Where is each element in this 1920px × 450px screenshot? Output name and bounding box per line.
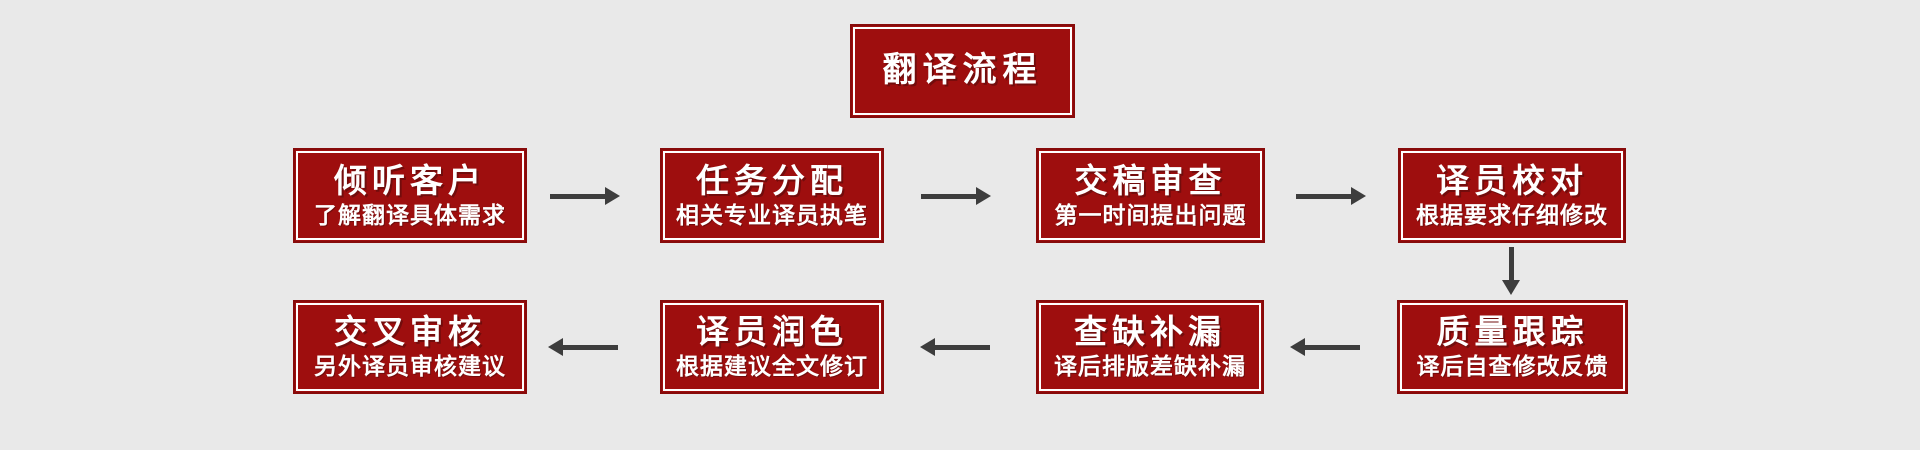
node-title: 译员润色 <box>696 312 848 352</box>
flow-node-translator-polish: 译员润色 根据建议全文修订 <box>660 300 884 394</box>
flow-node-task-assign: 任务分配 相关专业译员执笔 <box>660 148 884 243</box>
arrow-stem <box>933 345 990 350</box>
flow-node-cross-review: 交叉审核 另外译员审核建议 <box>293 300 527 394</box>
arrow-stem <box>550 194 607 199</box>
arrow-left-icon <box>920 338 990 356</box>
arrow-right-icon <box>921 187 991 205</box>
node-subtitle: 译后排版差缺补漏 <box>1054 354 1246 381</box>
arrow-head <box>1351 187 1366 205</box>
arrow-head <box>920 338 935 356</box>
node-subtitle: 根据要求仔细修改 <box>1416 202 1608 229</box>
node-title: 译员校对 <box>1436 160 1588 200</box>
arrow-stem <box>921 194 978 199</box>
node-subtitle: 根据建议全文修订 <box>676 354 868 381</box>
arrow-head <box>976 187 991 205</box>
arrow-stem <box>1509 247 1514 282</box>
flow-title: 翻译流程 <box>850 24 1075 118</box>
node-subtitle: 了解翻译具体需求 <box>314 202 506 229</box>
flow-node-submission-review: 交稿审查 第一时间提出问题 <box>1036 148 1265 243</box>
node-subtitle: 相关专业译员执笔 <box>676 202 868 229</box>
flow-node-listen-client: 倾听客户 了解翻译具体需求 <box>293 148 527 243</box>
node-title: 任务分配 <box>696 160 848 200</box>
node-title: 查缺补漏 <box>1074 312 1226 352</box>
flow-title-label: 翻译流程 <box>882 50 1043 91</box>
arrow-down-icon <box>1502 247 1520 295</box>
node-title: 倾听客户 <box>334 160 486 200</box>
flow-node-translator-proofread: 译员校对 根据要求仔细修改 <box>1398 148 1626 243</box>
arrow-stem <box>1296 194 1353 199</box>
arrow-right-icon <box>550 187 620 205</box>
flow-node-gap-check: 查缺补漏 译后排版差缺补漏 <box>1036 300 1264 394</box>
arrow-head <box>605 187 620 205</box>
node-title: 交稿审查 <box>1074 160 1227 200</box>
arrow-head <box>1290 338 1305 356</box>
node-subtitle: 译后自查修改反馈 <box>1416 354 1609 381</box>
node-subtitle: 第一时间提出问题 <box>1054 202 1247 229</box>
arrow-stem <box>561 345 618 350</box>
arrow-left-icon <box>548 338 618 356</box>
arrow-right-icon <box>1296 187 1366 205</box>
arrow-head <box>1502 280 1520 295</box>
flow-node-quality-track: 质量跟踪 译后自查修改反馈 <box>1397 300 1628 394</box>
arrow-stem <box>1303 345 1360 350</box>
node-title: 交叉审核 <box>334 312 486 352</box>
arrow-head <box>548 338 563 356</box>
arrow-left-icon <box>1290 338 1360 356</box>
node-subtitle: 另外译员审核建议 <box>314 354 506 381</box>
node-title: 质量跟踪 <box>1436 312 1589 352</box>
